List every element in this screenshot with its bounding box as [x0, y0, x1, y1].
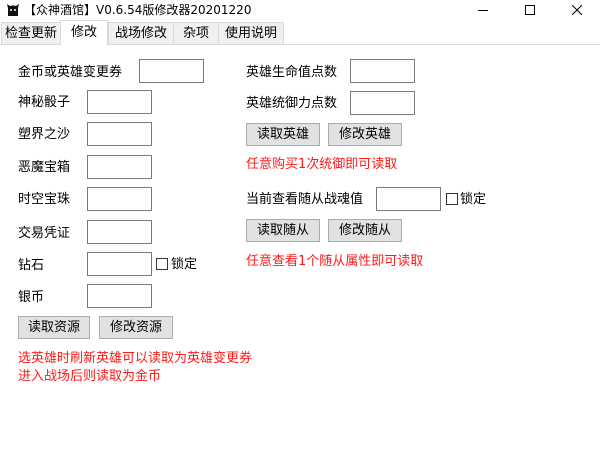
diamond-input[interactable]	[87, 252, 152, 276]
hero-note: 任意购买1次统御即可读取	[246, 157, 398, 172]
minion-soul-label: 当前查看随从战魂值	[246, 192, 364, 207]
diamond-lock-label: 锁定	[171, 257, 198, 272]
demon-chest-input[interactable]	[87, 155, 152, 179]
read-hero-button[interactable]: 读取英雄	[246, 123, 320, 146]
title-bar: 【众神酒馆】V0.6.54版修改器20201220	[0, 0, 600, 20]
sand-label: 塑界之沙	[18, 127, 71, 142]
tab-instructions[interactable]: 使用说明	[218, 22, 284, 44]
minion-soul-input[interactable]	[376, 187, 441, 211]
minion-lock-label: 锁定	[460, 192, 487, 207]
gold-label: 金币或英雄变更券	[18, 65, 123, 80]
tab-modify[interactable]: 修改	[60, 20, 108, 45]
gold-input[interactable]	[139, 59, 204, 83]
window-title: 【众神酒馆】V0.6.54版修改器20201220	[24, 3, 252, 17]
modify-minion-button[interactable]: 修改随从	[328, 219, 402, 242]
tab-battlefield-modify[interactable]: 战场修改	[108, 22, 174, 44]
hero-command-input[interactable]	[350, 91, 415, 115]
diamond-label: 钻石	[18, 258, 45, 273]
tab-misc[interactable]: 杂项	[173, 22, 219, 44]
trade-voucher-label: 交易凭证	[18, 226, 71, 241]
mystery-dice-label: 神秘骰子	[18, 95, 71, 110]
tab-divider	[0, 44, 600, 45]
hero-hp-input[interactable]	[350, 59, 415, 83]
minimize-icon	[478, 10, 488, 11]
close-button[interactable]	[554, 0, 600, 20]
sand-input[interactable]	[87, 122, 152, 146]
hero-hp-label: 英雄生命值点数	[246, 65, 338, 80]
time-orb-label: 时空宝珠	[18, 192, 71, 207]
silver-input[interactable]	[87, 284, 152, 308]
read-minion-button[interactable]: 读取随从	[246, 219, 320, 242]
tab-check-update[interactable]: 检查更新	[1, 22, 61, 44]
mystery-dice-input[interactable]	[87, 90, 152, 114]
close-icon	[572, 5, 582, 15]
silver-label: 银币	[18, 290, 45, 305]
time-orb-input[interactable]	[87, 187, 152, 211]
diamond-lock-checkbox[interactable]	[156, 258, 168, 270]
resource-note-line1: 选英雄时刷新英雄可以读取为英雄变更券	[18, 351, 253, 366]
minion-note: 任意查看1个随从属性即可读取	[246, 254, 424, 269]
maximize-icon	[525, 5, 535, 15]
resource-note-line2: 进入战场后则读取为金币	[18, 369, 162, 384]
cat-icon	[7, 4, 19, 16]
minion-lock-checkbox[interactable]	[446, 193, 458, 205]
hero-command-label: 英雄统御力点数	[246, 96, 338, 111]
demon-chest-label: 恶魔宝箱	[18, 160, 71, 175]
read-resources-button[interactable]: 读取资源	[18, 316, 90, 339]
modify-hero-button[interactable]: 修改英雄	[328, 123, 402, 146]
minimize-button[interactable]	[460, 0, 506, 20]
modify-resources-button[interactable]: 修改资源	[99, 316, 173, 339]
trade-voucher-input[interactable]	[87, 220, 152, 244]
maximize-button[interactable]	[507, 0, 553, 20]
